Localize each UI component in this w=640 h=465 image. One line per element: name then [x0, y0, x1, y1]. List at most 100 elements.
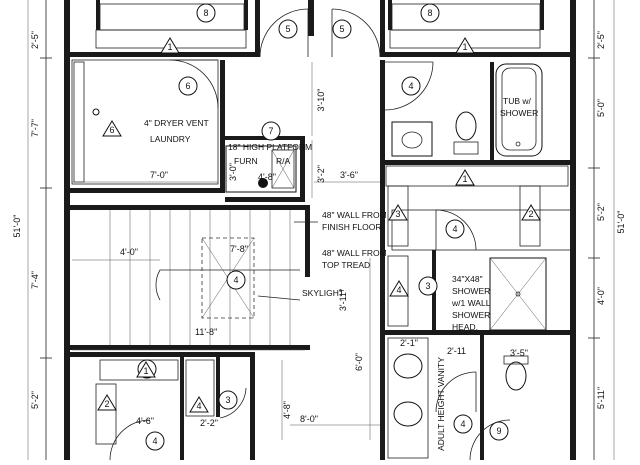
svg-text:6: 6 [185, 81, 190, 91]
dim-interior-7: 4'-0" [120, 247, 138, 257]
tag-triangle-5: 3 [388, 204, 408, 221]
note-wall-tread-2: TOP TREAD [322, 260, 370, 270]
dim-left-1: 2'-5" [30, 31, 40, 49]
svg-text:4: 4 [460, 419, 465, 429]
dim-right-4: 51'-0" [616, 211, 626, 234]
svg-text:2: 2 [104, 399, 109, 409]
svg-text:4: 4 [396, 285, 401, 295]
note-furn: FURN [234, 156, 258, 166]
dim-interior-1: 3'-10" [316, 89, 326, 112]
dim-interior-5: 3'-0" [228, 163, 238, 181]
svg-text:3: 3 [425, 281, 430, 291]
dimension-labels: 2'-5" 7'-7" 51'-0" 7'-4" 5'-2" 2'-5" 5'-… [12, 31, 626, 428]
note-dryer-vent: 4" DRYER VENT [144, 118, 209, 128]
tag-circle-8: 4 [445, 219, 465, 239]
tag-triangle-9: 1 [136, 361, 156, 378]
svg-text:1: 1 [167, 42, 172, 52]
dim-interior-11: 6'-0" [354, 353, 364, 371]
dim-right-5: 4'-0" [596, 287, 606, 305]
dim-interior-18: 8'-0" [300, 414, 318, 424]
tag-circle-12: 3 [218, 390, 238, 410]
svg-text:4: 4 [452, 224, 457, 234]
note-skylight: SKYLIGHT [302, 288, 344, 298]
svg-text:4: 4 [196, 401, 201, 411]
tag-circle-9: 3 [418, 276, 438, 296]
dim-interior-2: 7'-0" [150, 170, 168, 180]
dim-interior-6: 4'-8" [258, 172, 276, 182]
svg-text:3: 3 [395, 209, 400, 219]
note-shower-2: SHOWER [452, 286, 490, 296]
note-shower-3: w/1 WALL [451, 298, 491, 308]
dim-interior-16: 2'-2" [200, 418, 218, 428]
svg-text:8: 8 [203, 8, 208, 18]
svg-text:2: 2 [528, 209, 533, 219]
dim-interior-10: 11'-8" [195, 327, 217, 337]
note-laundry: LAUNDRY [150, 134, 191, 144]
note-shower-1: 34"X48" [452, 274, 483, 284]
dim-left-4: 7'-4" [30, 271, 40, 289]
tag-circle-3: 5 [278, 19, 298, 39]
svg-text:6: 6 [109, 125, 114, 135]
dim-interior-12: 2'-1" [400, 338, 418, 348]
dim-right-3: 5'-2" [596, 203, 606, 221]
svg-text:4: 4 [408, 81, 413, 91]
tag-circle-13: 4 [145, 431, 165, 451]
tag-circle-4: 5 [332, 19, 352, 39]
note-wall-tread-1: 48" WALL FROM [322, 248, 387, 258]
tag-circle-14: 4 [453, 414, 473, 434]
tag-triangle-1: 1 [160, 37, 180, 54]
tag-circle-10: 4 [226, 270, 246, 290]
svg-text:5: 5 [339, 24, 344, 34]
dim-right-1: 2'-5" [596, 31, 606, 49]
note-shower-5: HEAD. [452, 322, 478, 332]
dim-left-2: 7'-7" [30, 119, 40, 137]
fixtures [92, 63, 547, 427]
svg-text:9: 9 [496, 426, 501, 436]
dim-left-3: 51'-0" [12, 215, 22, 238]
svg-text:4: 4 [233, 275, 238, 285]
walls [64, 0, 576, 460]
svg-text:1: 1 [143, 366, 148, 376]
tag-circle-5: 6 [178, 76, 198, 96]
note-wall-finish-2: FINISH FLOOR [322, 222, 382, 232]
tag-triangle-4: 1 [455, 169, 475, 186]
dim-interior-8: 7'-8" [230, 244, 248, 254]
note-platform: 18" HIGH PLATFORM [228, 142, 312, 152]
casework [71, 3, 573, 459]
dim-interior-15: 4'-6" [136, 416, 154, 426]
svg-text:4: 4 [152, 436, 157, 446]
dim-interior-13: 2'-11 [447, 346, 466, 356]
svg-text:5: 5 [285, 24, 290, 34]
svg-text:7: 7 [268, 126, 273, 136]
note-wall-finish-1: 48" WALL FROM [322, 210, 387, 220]
dim-interior-17: 4'-8" [282, 401, 292, 419]
fixture-tags: 1 1 6 1 3 2 4 2 1 4 [97, 37, 541, 413]
tag-circle-7: 7 [261, 121, 281, 141]
door-swings [109, 8, 511, 461]
svg-text:3: 3 [225, 395, 230, 405]
dimension-lines [27, 0, 615, 460]
tag-triangle-10: 4 [189, 396, 209, 413]
tag-triangle-2: 1 [455, 37, 475, 54]
tag-circle-2: 8 [420, 3, 440, 23]
dim-right-6: 5'-11" [596, 387, 606, 409]
tag-circle-1: 8 [196, 3, 216, 23]
note-tub-1: TUB w/ [503, 96, 532, 106]
dim-interior-3: 3'-6" [340, 170, 358, 180]
tag-circle-6: 4 [401, 76, 421, 96]
dim-interior-14: 3'-5" [510, 348, 528, 358]
note-vanity: ADULT HEIGHT VANITY [436, 357, 446, 451]
note-shower-4: SHOWER [452, 310, 490, 320]
svg-text:1: 1 [462, 42, 467, 52]
svg-text:1: 1 [462, 174, 467, 184]
tag-triangle-7: 4 [389, 280, 409, 297]
dim-left-5: 5'-2" [30, 391, 40, 409]
dim-right-2: 5'-0" [596, 99, 606, 117]
note-tub-2: SHOWER [500, 108, 538, 118]
tag-circle-15: 9 [489, 421, 509, 441]
interior-dimension-lines [72, 62, 380, 440]
tag-triangle-3: 6 [102, 120, 122, 137]
dim-interior-4: 3'-2" [316, 165, 326, 183]
